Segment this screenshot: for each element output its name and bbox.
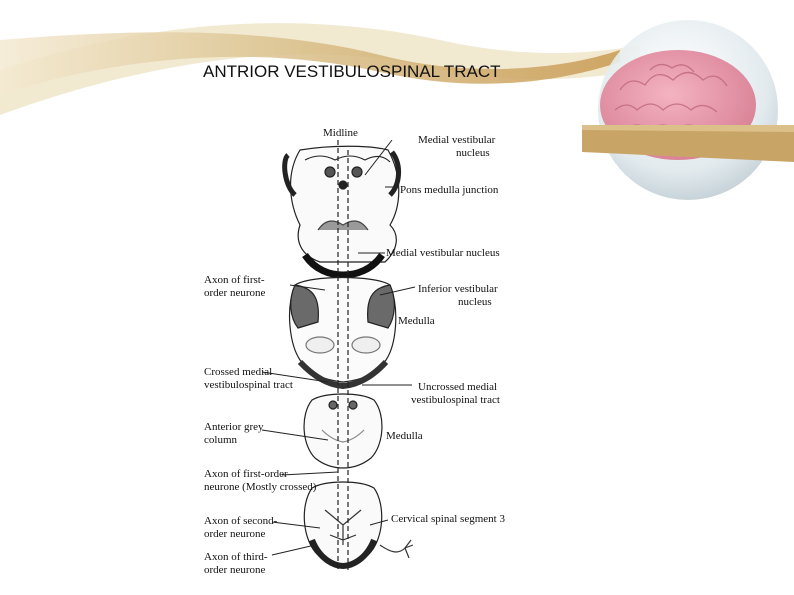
top-swoosh — [0, 32, 620, 95]
label-axon-third-order: Axon of third- order neurone — [204, 551, 268, 576]
label-medulla-lower: Medulla — [386, 430, 423, 442]
medulla-lower-section — [303, 393, 383, 469]
label-uncrossed-medial: Uncrossed medial vestibulospinal tract — [411, 381, 500, 406]
label-inferior-vestibular-nucleus: Inferior vestibular nucleus — [418, 283, 498, 308]
label-axon-first-order-crossed: Axon of first-order neurone (Mostly cros… — [204, 468, 317, 493]
label-pons-medulla-junction: Pons medulla junction — [400, 184, 499, 196]
label-anterior-grey-column: Anterior grey column — [204, 421, 264, 446]
label-medulla-upper: Medulla — [398, 315, 435, 327]
label-axon-second-order: Axon of second- order neurone — [204, 515, 278, 540]
slide-title: ANTRIOR VESTIBULOSPINAL TRACT — [203, 62, 501, 81]
right-band — [582, 125, 794, 162]
label-midline: Midline — [323, 127, 358, 139]
label-medial-vestibular-nucleus: Medial vestibular nucleus — [386, 247, 500, 259]
label-cervical-segment: Cervical spinal segment 3 — [391, 513, 505, 525]
label-crossed-medial: Crossed medial vestibulospinal tract — [204, 366, 293, 391]
pons-section — [290, 145, 400, 263]
label-medial-vestibular-nucleus-top: Medial vestibular nucleus — [418, 134, 496, 159]
label-axon-first-order: Axon of first- order neurone — [204, 274, 266, 299]
